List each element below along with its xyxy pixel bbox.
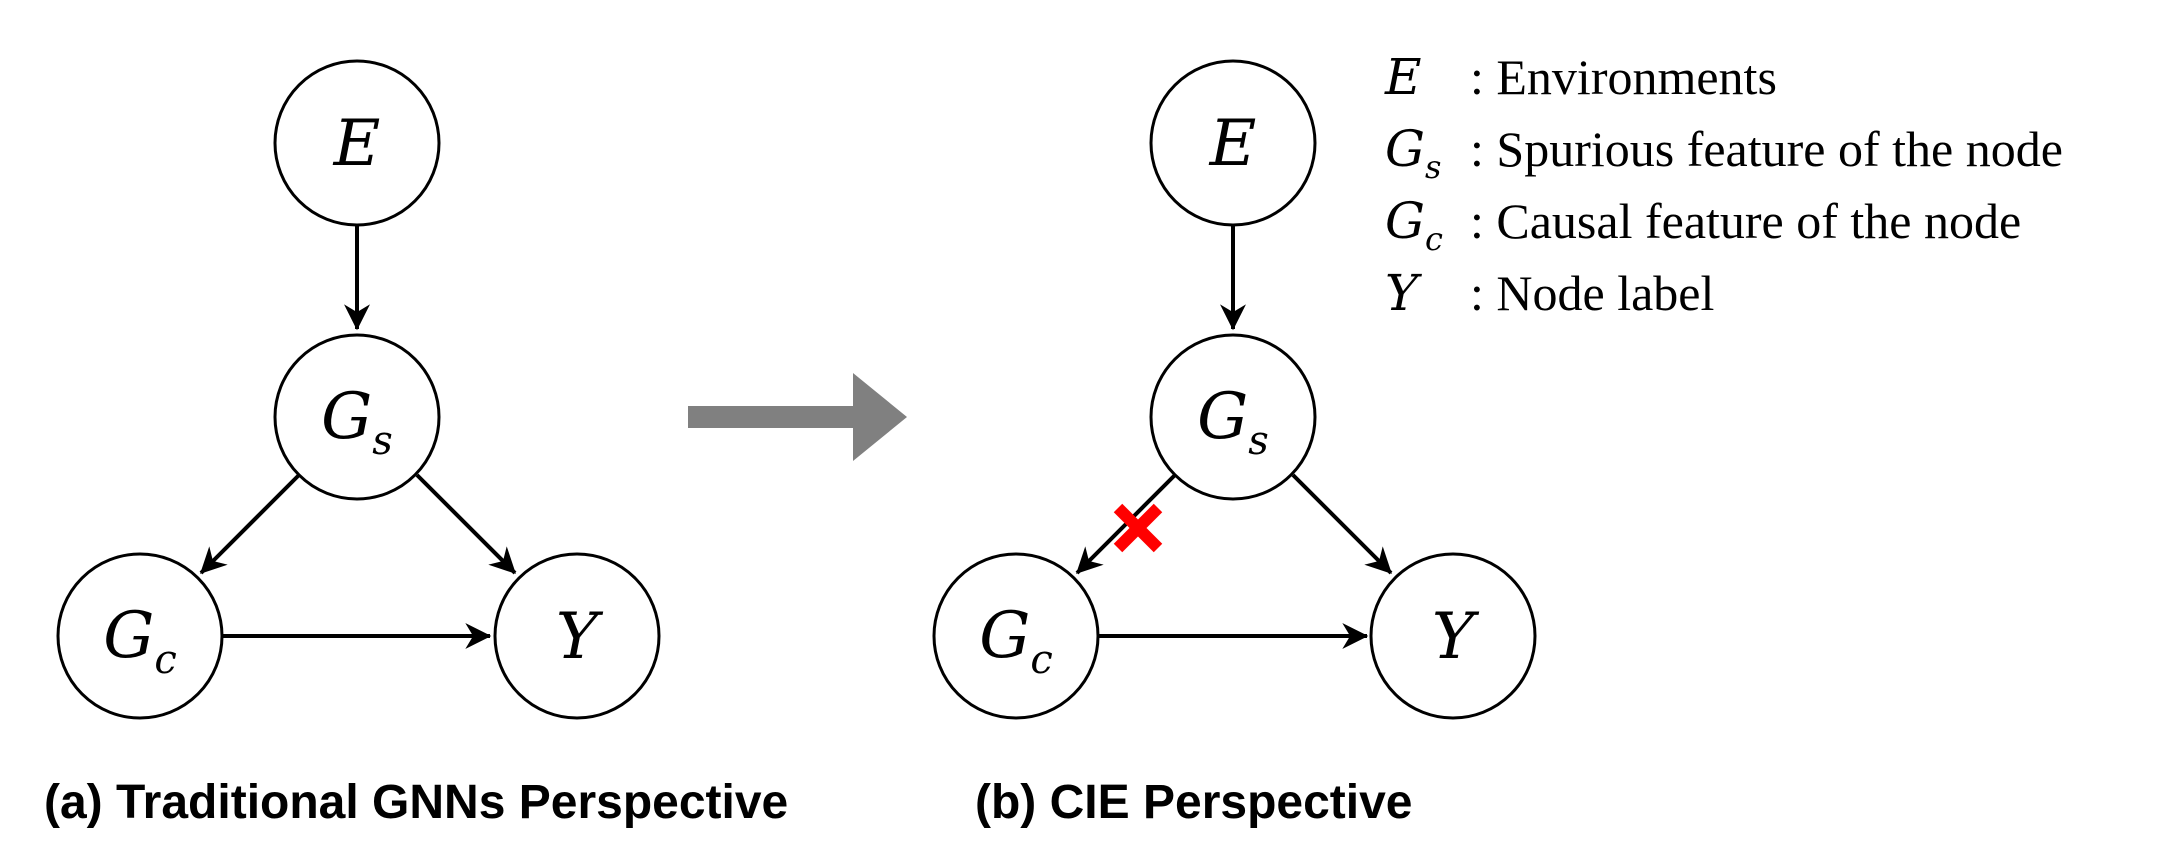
legend-item-node-label: Y : Node label xyxy=(1385,264,1714,322)
legend-item-causal: Gc : Causal feature of the node xyxy=(1385,192,2021,258)
removed-edge-cross-icon xyxy=(1113,503,1163,553)
node-gc: Gc xyxy=(932,552,1100,720)
legend-item-spurious: Gs : Spurious feature of the node xyxy=(1385,120,2063,186)
caption-b: (b) CIE Perspective xyxy=(975,776,1412,829)
svg-text:Gs: Gs xyxy=(1197,380,1269,464)
svg-text:: Node label: : Node label xyxy=(1470,265,1714,321)
svg-text:Y: Y xyxy=(1432,600,1480,674)
svg-text:Gc: Gc xyxy=(1385,192,1443,258)
node-gc: Gc xyxy=(56,552,224,720)
panel-b: E Gs Gc Y (b) CIE Perspective xyxy=(932,59,1537,829)
node-gs: Gs xyxy=(273,333,441,501)
edge-gs-to-y xyxy=(1291,473,1393,575)
svg-text:: Causal feature of the node: : Causal feature of the node xyxy=(1470,193,2021,249)
svg-text:E: E xyxy=(333,107,381,181)
node-y: Y xyxy=(1369,552,1537,720)
svg-text:: Environments: : Environments xyxy=(1470,49,1777,105)
svg-text:Y: Y xyxy=(1385,264,1422,322)
panel-a: E Gs Gc Y (a) Traditional GNNs Perspecti… xyxy=(44,59,788,829)
svg-text:E: E xyxy=(1384,48,1422,106)
node-e: E xyxy=(273,59,441,227)
node-y: Y xyxy=(493,552,661,720)
svg-text:Y: Y xyxy=(556,600,604,674)
svg-text:Gs: Gs xyxy=(1385,120,1441,186)
transition-arrow xyxy=(688,373,907,461)
node-e: E xyxy=(1149,59,1317,227)
svg-text:E: E xyxy=(1209,107,1257,181)
edge-gs-to-y xyxy=(415,473,517,575)
svg-text:Gc: Gc xyxy=(979,599,1053,683)
edge-gs-to-gc xyxy=(199,473,301,575)
node-gs: Gs xyxy=(1149,333,1317,501)
legend-item-environments: E : Environments xyxy=(1384,48,1777,106)
svg-text:: Spurious feature of the node: : Spurious feature of the node xyxy=(1470,121,2063,177)
svg-text:Gs: Gs xyxy=(321,380,393,464)
svg-text:Gc: Gc xyxy=(103,599,177,683)
legend: E : Environments Gs : Spurious feature o… xyxy=(1384,48,2063,322)
caption-a: (a) Traditional GNNs Perspective xyxy=(44,776,788,829)
